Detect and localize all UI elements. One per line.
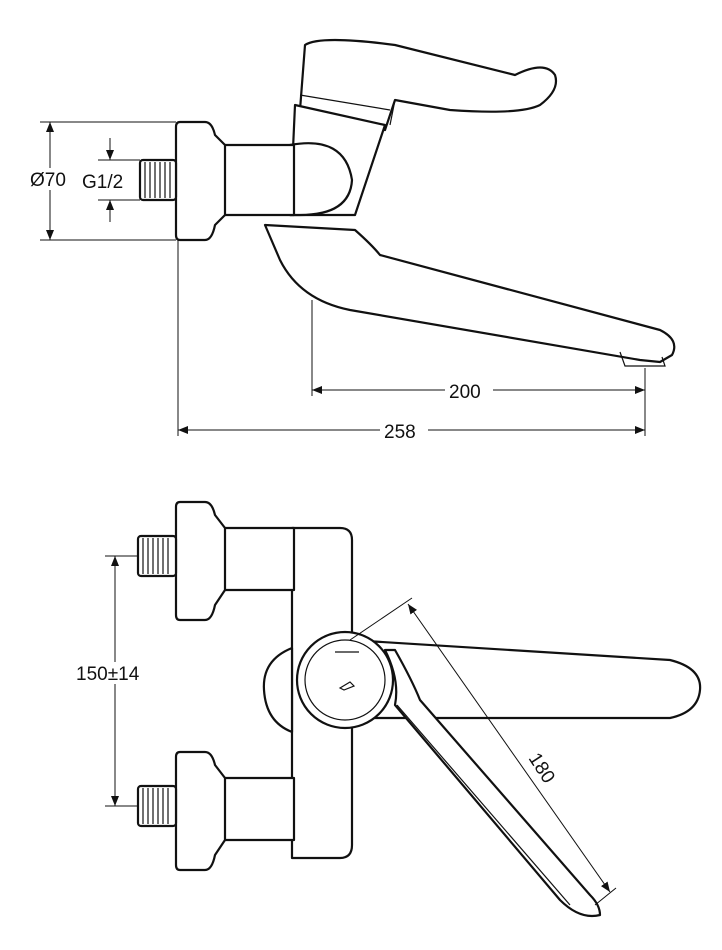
threaded-connector — [138, 158, 178, 202]
thread-label: G1/2 — [82, 172, 123, 193]
center-distance-label: 150±14 — [76, 664, 140, 685]
flange-top — [174, 500, 227, 622]
mixer-dome — [288, 142, 354, 217]
spout-reach-label: 200 — [449, 382, 481, 403]
center-distance-dimension: 150±14 — [74, 555, 156, 807]
total-depth-label: 258 — [384, 422, 416, 443]
body-cylinder — [220, 143, 296, 217]
thread-dimension: G1/2 — [82, 138, 140, 222]
flange-bottom — [174, 750, 227, 872]
spout — [263, 223, 676, 364]
control-dial — [295, 630, 395, 730]
diameter-dimension: Ø70 — [28, 121, 176, 241]
top-view: 150±14 180 — [74, 500, 702, 918]
wall-flange — [174, 120, 227, 242]
diameter-label: Ø70 — [30, 170, 66, 191]
side-view: Ø70 G1/2 200 258 — [28, 38, 676, 443]
lever-handle — [298, 38, 558, 132]
spout-reach-dimension: 200 — [311, 300, 646, 436]
total-depth-dimension: 258 — [177, 240, 645, 443]
thread-top — [136, 534, 178, 578]
thread-bottom — [136, 784, 178, 828]
logo-mark — [338, 681, 356, 691]
lever-length-dimension: 180 — [349, 597, 617, 906]
